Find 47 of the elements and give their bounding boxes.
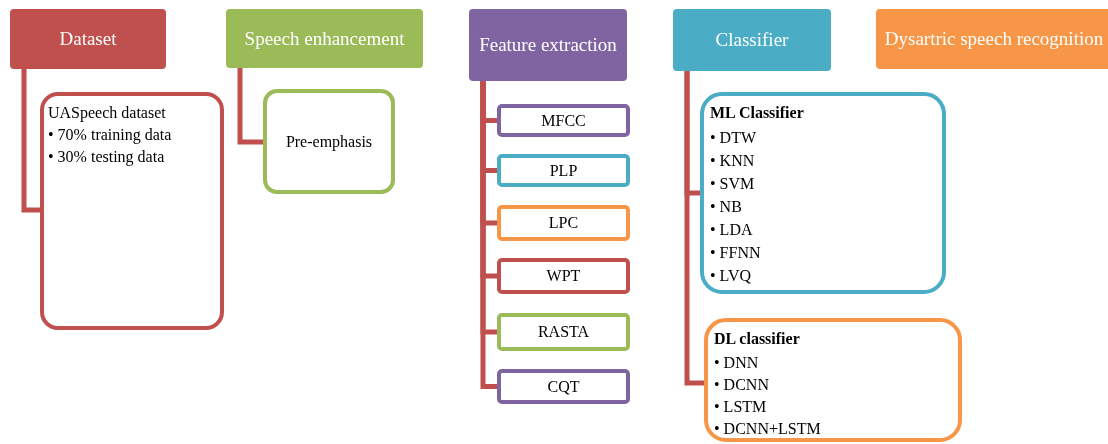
list-item: • DCNN+LSTM <box>714 419 821 439</box>
header-text: Dataset <box>59 28 117 50</box>
list-item: • 70% training data <box>48 125 172 146</box>
box-label: RASTA <box>537 322 590 342</box>
process-box <box>497 369 630 404</box>
header-box <box>673 9 831 71</box>
list-item: • DNN <box>714 353 759 373</box>
box-label: CQT <box>547 376 580 397</box>
list-item: • NB <box>710 197 742 217</box>
header-text: Feature extraction <box>479 34 617 56</box>
header-box <box>876 9 1108 69</box>
process-box <box>700 92 946 294</box>
process-box <box>497 205 630 241</box>
box-label: Pre-emphasis <box>285 131 373 152</box>
process-box <box>497 313 630 351</box>
list-item: • DCNN <box>714 375 769 395</box>
list-item: • LVQ <box>710 266 751 286</box>
process-box <box>263 89 395 194</box>
connector-line <box>237 68 263 145</box>
header-box <box>10 9 166 69</box>
box-label: LPC <box>548 213 579 233</box>
list-item: • KNN <box>710 151 755 171</box>
box-label: WPT <box>546 266 581 286</box>
list-item: • 30% testing data <box>48 147 165 168</box>
list-item: • LSTM <box>714 397 767 417</box>
process-box <box>497 104 630 137</box>
connector-line <box>21 69 40 213</box>
process-box <box>40 92 224 330</box>
header-text: Speech enhancement <box>244 27 405 50</box>
box-heading: ML Classifier <box>710 103 804 123</box>
header-box <box>469 9 627 81</box>
process-box <box>497 258 630 294</box>
box-label: PLP <box>549 160 578 181</box>
box-heading: DL classifier <box>714 329 800 349</box>
list-item: • FFNN <box>710 243 761 263</box>
header-text: Classifier <box>715 29 789 51</box>
header-box <box>226 9 423 68</box>
header-text: Dysartric speech recognition <box>884 28 1104 50</box>
box-heading: UASpeech dataset <box>48 103 166 124</box>
list-item: • DTW <box>710 128 757 148</box>
process-box <box>704 318 962 442</box>
box-label: MFCC <box>541 110 586 131</box>
list-item: • LDA <box>710 220 753 240</box>
connector-line <box>480 81 497 389</box>
process-box <box>497 154 630 187</box>
list-item: • SVM <box>710 174 755 194</box>
connector-line <box>684 71 704 386</box>
